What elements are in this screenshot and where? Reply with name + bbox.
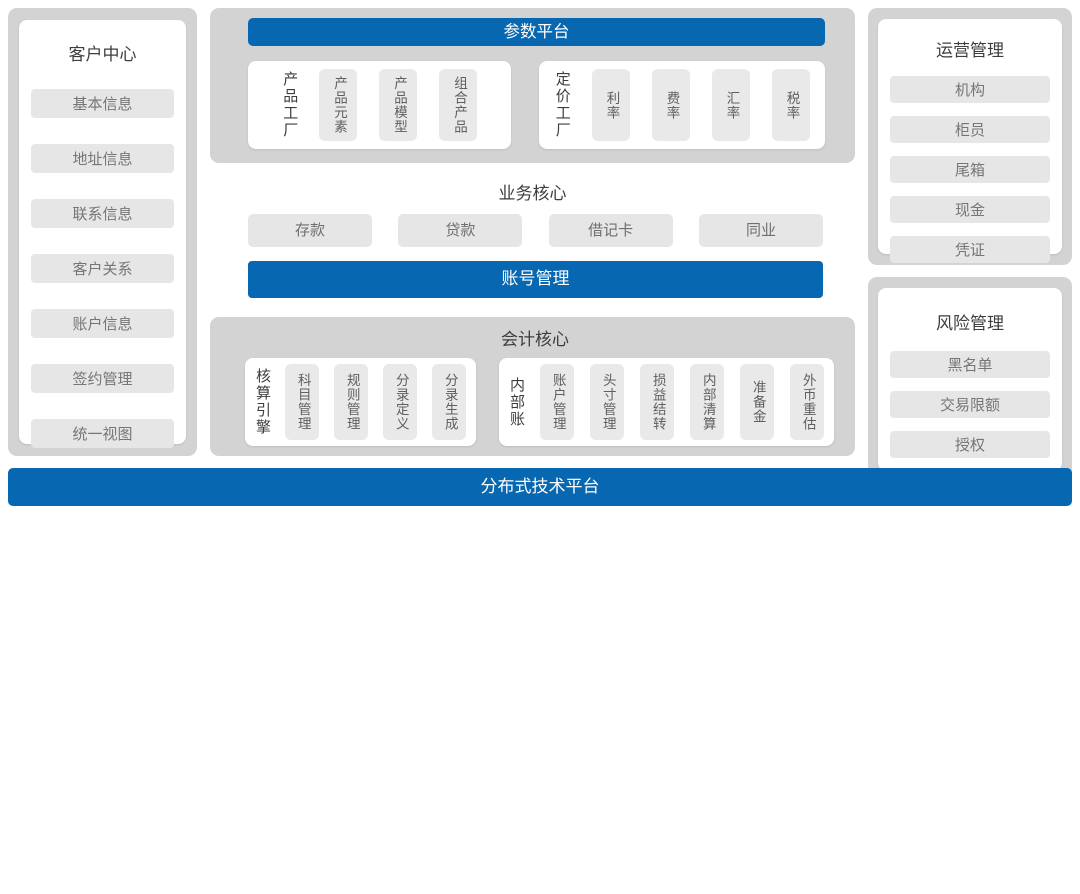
operations-management-panel: 运营管理 机构 柜员 尾箱 现金 凭证 bbox=[868, 8, 1072, 265]
module-chip-vertical: 分录定义 bbox=[383, 364, 417, 440]
module-chip-vertical: 准备金 bbox=[740, 364, 774, 440]
risk-management-title: 风险管理 bbox=[936, 314, 1004, 334]
risk-management-card: 风险管理 黑名单 交易限额 授权 bbox=[878, 288, 1062, 471]
module-chip: 借记卡 bbox=[548, 214, 673, 247]
module-chip: 存款 bbox=[248, 214, 372, 247]
product-factory-group: 产品工厂 产品元素 产品模型 组合产品 bbox=[248, 61, 512, 149]
parameter-platform-groups: 产品工厂 产品元素 产品模型 组合产品 定价工厂 利率 费率 汇率 税率 bbox=[248, 61, 825, 149]
module-chip: 交易限额 bbox=[890, 391, 1050, 418]
module-chip: 贷款 bbox=[398, 214, 523, 247]
pricing-factory-label: 定价工厂 bbox=[553, 71, 572, 139]
module-chip: 现金 bbox=[890, 196, 1050, 223]
module-chip-vertical: 规则管理 bbox=[334, 364, 368, 440]
module-chip: 客户关系 bbox=[31, 254, 174, 283]
internal-account-label: 内部账 bbox=[508, 376, 526, 428]
module-chip-vertical: 汇率 bbox=[711, 69, 750, 141]
business-core-section: 业务核心 存款 贷款 借记卡 同业 bbox=[210, 179, 855, 247]
parameter-platform-section: 参数平台 产品工厂 产品元素 产品模型 组合产品 定价工厂 利率 费率 汇率 税… bbox=[210, 8, 855, 163]
product-factory-label: 产品工厂 bbox=[281, 71, 300, 139]
risk-management-panel: 风险管理 黑名单 交易限额 授权 bbox=[868, 277, 1072, 482]
module-chip-vertical: 外币重估 bbox=[790, 364, 824, 440]
pricing-factory-group: 定价工厂 利率 费率 汇率 税率 bbox=[539, 61, 825, 149]
module-chip-vertical: 账户管理 bbox=[540, 364, 574, 440]
module-chip: 机构 bbox=[890, 76, 1050, 103]
module-chip: 黑名单 bbox=[890, 351, 1050, 378]
module-chip-vertical: 内部清算 bbox=[690, 364, 724, 440]
module-chip-vertical: 损益结转 bbox=[640, 364, 674, 440]
business-core-title: 业务核心 bbox=[498, 184, 567, 204]
module-chip-vertical: 利率 bbox=[591, 69, 630, 141]
customer-center-items: 基本信息 地址信息 联系信息 客户关系 账户信息 签约管理 统一视图 bbox=[31, 89, 174, 448]
module-chip: 地址信息 bbox=[31, 144, 174, 173]
customer-center-panel: 客户中心 基本信息 地址信息 联系信息 客户关系 账户信息 签约管理 统一视图 bbox=[8, 8, 197, 456]
operations-items: 机构 柜员 尾箱 现金 凭证 bbox=[890, 76, 1050, 263]
module-chip-vertical: 费率 bbox=[651, 69, 690, 141]
account-management-bar: 账号管理 bbox=[248, 261, 823, 298]
module-chip: 同业 bbox=[698, 214, 823, 247]
risk-items: 黑名单 交易限额 授权 bbox=[890, 351, 1050, 458]
accounting-engine-group: 核算引擎 科目管理 规则管理 分录定义 分录生成 bbox=[245, 358, 476, 446]
accounting-core-groups: 核算引擎 科目管理 规则管理 分录定义 分录生成 内部账 账户管理 头寸管理 损… bbox=[245, 358, 834, 446]
customer-center-title: 客户中心 bbox=[68, 45, 137, 65]
customer-center-card: 客户中心 基本信息 地址信息 联系信息 客户关系 账户信息 签约管理 统一视图 bbox=[19, 20, 186, 448]
module-chip: 基本信息 bbox=[31, 89, 174, 118]
right-column: 运营管理 机构 柜员 尾箱 现金 凭证 风险管理 黑名单 交易限额 bbox=[868, 8, 1072, 482]
module-chip: 统一视图 bbox=[31, 419, 174, 448]
accounting-core-title: 会计核心 bbox=[501, 330, 569, 350]
module-chip: 授权 bbox=[890, 431, 1050, 458]
module-chip-vertical: 组合产品 bbox=[439, 69, 478, 141]
center-column: 参数平台 产品工厂 产品元素 产品模型 组合产品 定价工厂 利率 费率 汇率 税… bbox=[210, 8, 855, 456]
operations-management-card: 运营管理 机构 柜员 尾箱 现金 凭证 bbox=[878, 19, 1062, 263]
internal-account-group: 内部账 账户管理 头寸管理 损益结转 内部清算 准备金 外币重估 bbox=[499, 358, 834, 446]
module-chip: 尾箱 bbox=[890, 156, 1050, 183]
module-chip-vertical: 头寸管理 bbox=[590, 364, 624, 440]
module-chip: 账户信息 bbox=[31, 309, 174, 338]
business-core-items: 存款 贷款 借记卡 同业 bbox=[248, 214, 823, 247]
parameter-platform-header: 参数平台 bbox=[248, 18, 825, 46]
module-chip: 联系信息 bbox=[31, 199, 174, 228]
distributed-technology-platform-bar: 分布式技术平台 bbox=[8, 468, 1072, 506]
module-chip-vertical: 产品模型 bbox=[379, 69, 418, 141]
banking-core-architecture-diagram: 客户中心 基本信息 地址信息 联系信息 客户关系 账户信息 签约管理 统一视图 … bbox=[8, 8, 1072, 506]
module-chip: 凭证 bbox=[890, 236, 1050, 263]
module-chip-vertical: 科目管理 bbox=[285, 364, 319, 440]
module-chip-vertical: 税率 bbox=[771, 69, 810, 141]
accounting-core-section: 会计核心 核算引擎 科目管理 规则管理 分录定义 分录生成 内部账 账户管理 头… bbox=[210, 317, 855, 456]
module-chip: 签约管理 bbox=[31, 364, 174, 393]
module-chip: 柜员 bbox=[890, 116, 1050, 143]
module-chip-vertical: 分录生成 bbox=[432, 364, 466, 440]
accounting-engine-label: 核算引擎 bbox=[254, 368, 272, 436]
diagram-body: 客户中心 基本信息 地址信息 联系信息 客户关系 账户信息 签约管理 统一视图 … bbox=[8, 8, 1072, 482]
module-chip-vertical: 产品元素 bbox=[319, 69, 358, 141]
operations-management-title: 运营管理 bbox=[936, 41, 1004, 61]
